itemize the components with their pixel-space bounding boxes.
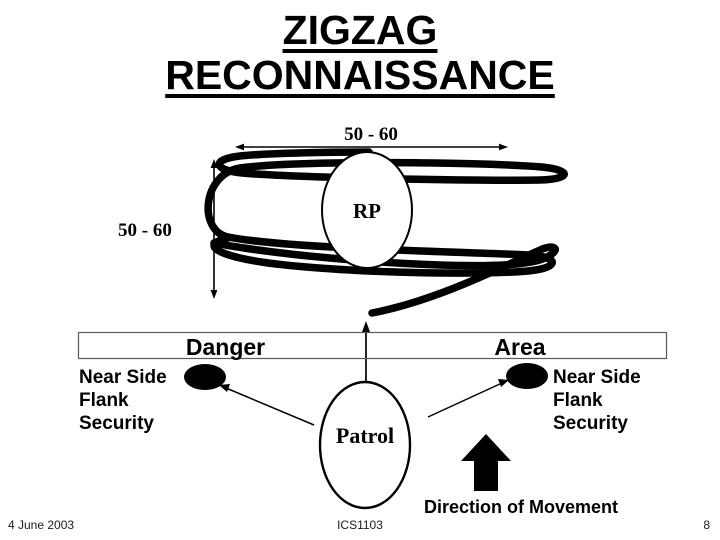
right-flank-security-label: Near Side Flank Security bbox=[553, 367, 641, 434]
direction-of-movement-arrow bbox=[461, 434, 511, 491]
page-title: ZIGZAG RECONNAISSANCE bbox=[0, 8, 720, 98]
right-flank-security-marker bbox=[506, 363, 548, 389]
left-flank-arrow bbox=[219, 384, 315, 426]
dimension-top-label: 50 - 60 bbox=[344, 124, 398, 145]
left-flank-security-label: Near Side Flank Security bbox=[79, 367, 167, 434]
dimension-line-horizontal bbox=[235, 143, 508, 151]
danger-area-band bbox=[77, 331, 668, 360]
footer-course-code: ICS1103 bbox=[337, 518, 383, 532]
dimension-left-label: 50 - 60 bbox=[118, 220, 172, 241]
direction-of-movement-label: Direction of Movement bbox=[424, 497, 619, 517]
patrol-ellipse bbox=[318, 380, 412, 510]
footer-date: 4 June 2003 bbox=[8, 518, 75, 532]
danger-label: Danger bbox=[185, 334, 266, 360]
patrol-label: Patrol bbox=[335, 423, 395, 448]
zigzag-route-path bbox=[204, 148, 568, 317]
rp-ellipse bbox=[321, 151, 413, 269]
page-title-line-2: RECONNAISSANCE bbox=[165, 52, 555, 98]
area-label: Area bbox=[494, 334, 546, 360]
left-flank-security-marker bbox=[184, 364, 226, 390]
right-flank-arrow bbox=[427, 379, 509, 418]
page-title-line-1: ZIGZAG bbox=[282, 7, 438, 53]
footer-page-number: 8 bbox=[703, 518, 710, 532]
rp-label: RP bbox=[353, 199, 381, 223]
